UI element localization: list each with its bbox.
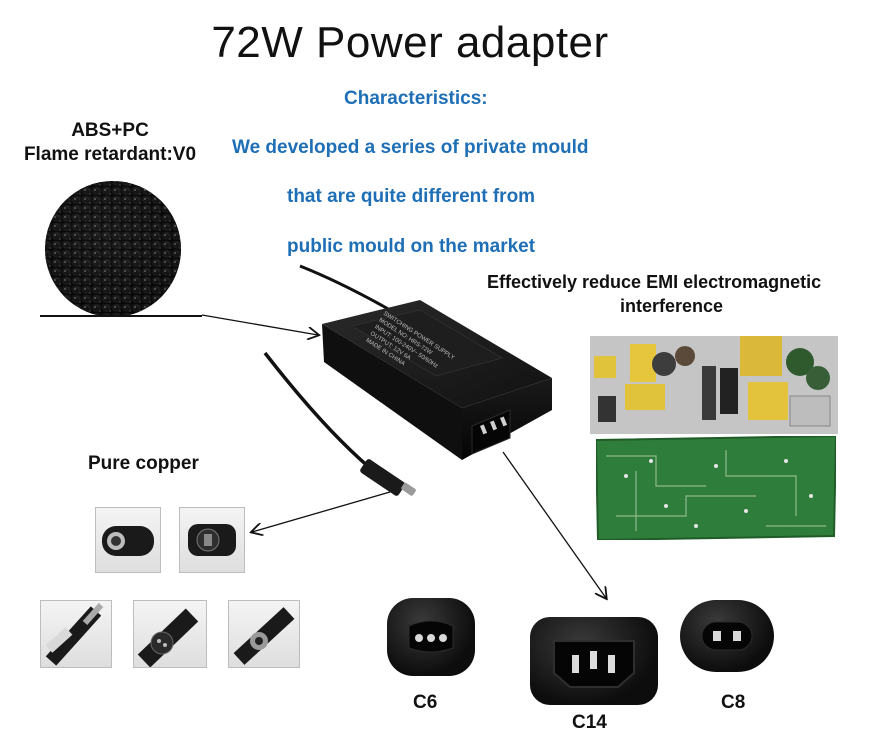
- emi-line-2: interference: [620, 296, 724, 316]
- dc-jack-thumb-5: [228, 600, 300, 668]
- dc-jack-thumb-2: [179, 507, 245, 573]
- dc-jack-thumb-1: [95, 507, 161, 573]
- characteristics-heading: Characteristics:: [344, 88, 488, 109]
- characteristics-line-2: that are quite different from: [287, 186, 536, 207]
- c14-label: C14: [572, 712, 607, 733]
- abs-granules-image: [45, 181, 181, 317]
- c6-label: C6: [413, 692, 438, 713]
- emi-line-1: Effectively reduce EMI electromagnetic: [487, 272, 822, 292]
- granules-baseline: [40, 315, 202, 317]
- material-line-1: ABS+PC: [71, 120, 149, 141]
- c8-inlet-image: [680, 600, 774, 672]
- c14-inlet-image: [530, 617, 658, 705]
- material-line-2: Flame retardant:V0: [23, 144, 197, 165]
- c6-inlet-image: [387, 598, 475, 676]
- c8-label: C8: [721, 692, 746, 713]
- pcb-components-image: [590, 336, 838, 434]
- dc-jack-thumb-3: [40, 600, 112, 668]
- page-title: 72W Power adapter: [211, 18, 609, 67]
- characteristics-line-3: public mould on the market: [287, 236, 536, 257]
- dc-jack-thumb-4: [133, 600, 207, 668]
- pcb-board-image: [596, 436, 836, 540]
- pure-copper-label: Pure copper: [88, 453, 199, 474]
- characteristics-line-1: We developed a series of private mould: [232, 137, 589, 158]
- power-adapter-image: SWITCHING POWER SUPPLY MODEL NO: HRS-72W…: [263, 264, 552, 496]
